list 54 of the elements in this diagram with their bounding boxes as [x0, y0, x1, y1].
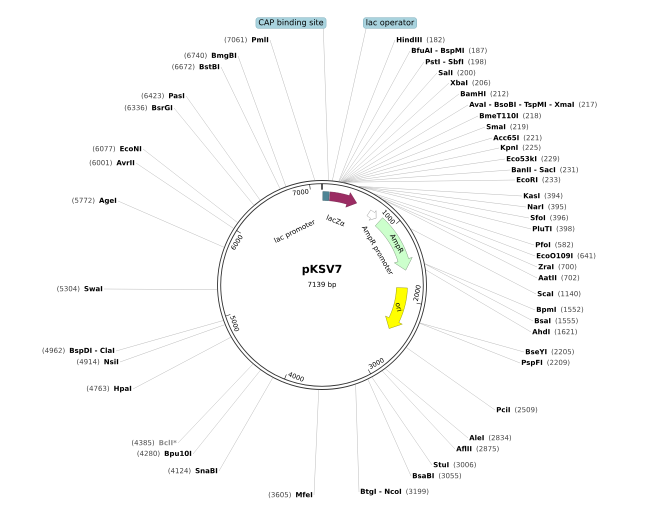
- leader-line: [120, 324, 226, 362]
- leader-line: [116, 320, 224, 352]
- leader-line: [424, 264, 534, 322]
- leader-line: [118, 200, 224, 248]
- leader-line: [342, 158, 506, 182]
- feature-label: lac operator: [363, 17, 417, 29]
- leader-line: [355, 384, 360, 492]
- leader-line: [323, 28, 329, 180]
- leader-line: [142, 148, 238, 223]
- leader-line: [358, 186, 526, 208]
- leader-line: [373, 193, 534, 246]
- leader-line: [341, 94, 460, 182]
- leader-line: [178, 364, 254, 444]
- plasmid-name: pKSV7: [302, 264, 342, 276]
- leader-line: [339, 50, 410, 182]
- leader-line: [340, 72, 438, 182]
- leader-line: [378, 196, 536, 256]
- leader-line: [338, 40, 396, 182]
- leader-line: [342, 126, 486, 182]
- leader-line: [342, 148, 500, 182]
- leader-line: [314, 390, 319, 496]
- leader-line: [358, 186, 530, 218]
- leader-line: [340, 82, 450, 182]
- leader-line: [136, 162, 234, 229]
- leader-line: [218, 378, 273, 472]
- leader-line: [192, 370, 261, 454]
- plasmid-circle: [217, 180, 427, 390]
- leader-line: [420, 323, 520, 364]
- leader-line: [342, 138, 492, 182]
- leader-line: [342, 104, 468, 182]
- leader-line: [358, 186, 532, 230]
- leader-line: [186, 96, 260, 200]
- feature-label: CAP binding site: [256, 17, 326, 29]
- leader-line: [426, 270, 532, 332]
- leader-line: [220, 66, 280, 189]
- leader-line: [410, 228, 536, 294]
- leader-line: [238, 56, 286, 187]
- leader-line: [340, 62, 424, 182]
- leader-line: [343, 180, 516, 182]
- leader-line: [357, 186, 522, 196]
- leader-line: [385, 368, 468, 438]
- leader-line: [332, 28, 366, 181]
- leader-line: [406, 347, 496, 410]
- leader-line: [270, 40, 315, 180]
- leader-line: [368, 379, 412, 476]
- leader-line: [342, 116, 478, 182]
- leader-line: [174, 108, 254, 206]
- leader-line: [424, 263, 536, 310]
- leader-line: [372, 377, 432, 466]
- leader-line: [132, 336, 232, 390]
- leader-line: [343, 170, 510, 182]
- leader-line: [420, 322, 524, 352]
- leader-line: [104, 288, 218, 290]
- leader-line: [382, 370, 456, 450]
